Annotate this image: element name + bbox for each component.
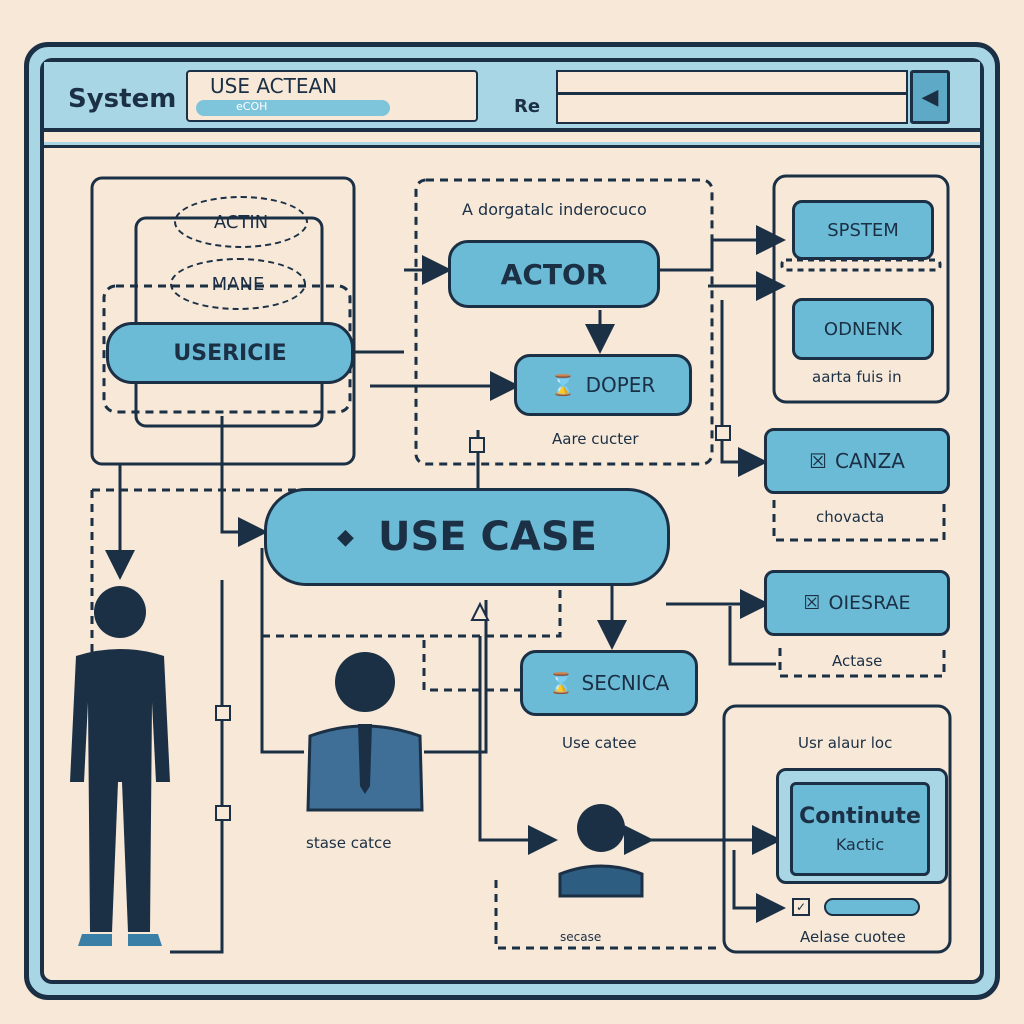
tag-icon: ◆ <box>337 524 354 550</box>
doper-pill[interactable]: ⌛ DOPER <box>514 354 692 416</box>
odnenk-button[interactable]: ODNENK <box>792 298 934 360</box>
use-case-pill[interactable]: ◆ USE CASE <box>264 488 670 586</box>
system-label: SPSTEM <box>827 219 899 241</box>
canza-label: CANZA <box>834 449 905 473</box>
use-case-input-highlight <box>196 100 390 116</box>
stase-caption: stase catce <box>306 834 392 852</box>
continue-button[interactable]: Continute Kactic <box>790 782 930 876</box>
standing-actor-figure <box>70 586 170 946</box>
toolbar-separator <box>44 142 980 148</box>
hourglass-icon: ⌛ <box>548 671 574 695</box>
hourglass-icon: ⌛ <box>550 373 576 397</box>
bottom-caption: secase <box>560 930 602 944</box>
progress-input[interactable] <box>824 898 920 916</box>
canza-caption: chovacta <box>816 508 885 526</box>
secnica-label: SECNICA <box>581 671 670 695</box>
alase-caption: Aelase cuotee <box>800 928 906 946</box>
relation-input[interactable] <box>556 70 908 124</box>
relation-input-line <box>556 92 906 95</box>
use-case-label: USE CASE <box>377 514 597 560</box>
secnica-caption: Use catee <box>562 734 637 752</box>
actin-oval[interactable]: ACTIN <box>174 196 308 248</box>
mane-oval[interactable]: MANE <box>170 258 306 310</box>
re-label: Re <box>514 96 541 117</box>
window-title: System <box>68 84 177 114</box>
continue-title: Continute <box>799 804 921 829</box>
continue-subtitle: Kactic <box>835 835 885 854</box>
secnica-pill[interactable]: ⌛ SECNICA <box>520 650 698 716</box>
group-caption: aarta fuis in <box>812 368 902 386</box>
user-figure <box>558 804 644 898</box>
check-icon: ✓ <box>795 900 807 914</box>
chevron-left-icon: ◀ <box>921 84 939 110</box>
odnenk-label: ODNENK <box>823 318 903 340</box>
userice-pill[interactable]: USERICIE <box>106 322 354 384</box>
close-box-icon: ☒ <box>809 449 827 473</box>
canza-button[interactable]: ☒ CANZA <box>764 428 950 494</box>
system-button[interactable]: SPSTEM <box>792 200 934 260</box>
userice-label: USERICIE <box>173 340 287 366</box>
oiesrae-caption: Actase <box>832 652 883 670</box>
use-case-input-subtext: eCOH <box>236 100 268 113</box>
center-caption: A dorgatalc inderocuco <box>462 200 647 219</box>
confirm-checkbox[interactable]: ✓ <box>792 898 810 916</box>
actor-label: ACTOR <box>500 257 608 291</box>
actor-pill[interactable]: ACTOR <box>448 240 660 308</box>
close-box-icon: ☒ <box>803 592 821 614</box>
use-case-input-text: USE ACTEAN <box>210 74 338 98</box>
manager-figure <box>306 652 424 812</box>
oiesrae-label: OIESRAE <box>828 592 911 614</box>
doper-caption: Aare cucter <box>552 430 639 448</box>
usr-caption: Usr alaur loc <box>798 734 893 752</box>
doper-label: DOPER <box>585 373 656 397</box>
back-button[interactable]: ◀ <box>910 70 950 124</box>
oiesrae-button[interactable]: ☒ OIESRAE <box>764 570 950 636</box>
